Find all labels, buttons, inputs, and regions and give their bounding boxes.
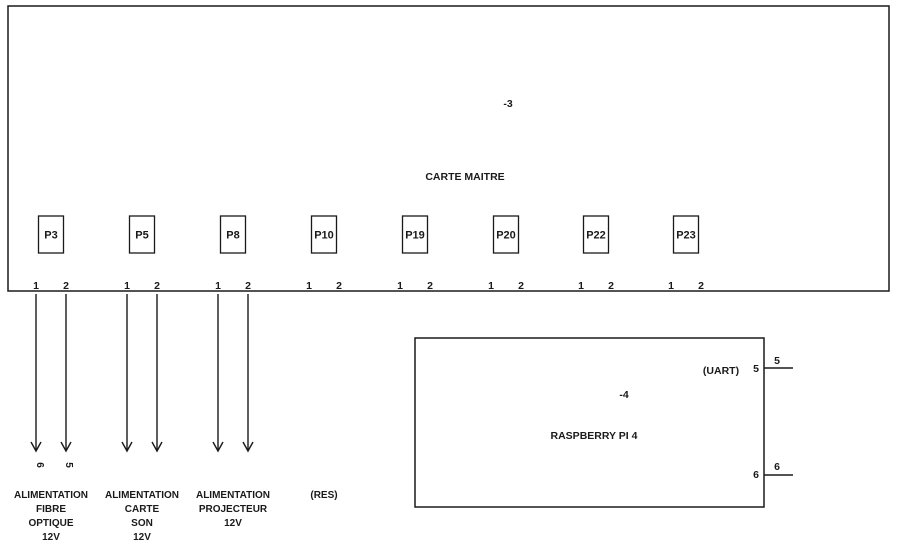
output-caption-fibre: ALIMENTATION FIBRE OPTIQUE 12V	[14, 490, 88, 543]
connector-p8: P8 1 2	[215, 215, 251, 292]
svg-text:12V: 12V	[133, 532, 151, 543]
wire-arrowhead	[121, 441, 133, 453]
svg-text:ALIMENTATION: ALIMENTATION	[14, 490, 88, 501]
output-caption-son: ALIMENTATION CARTE SON 12V	[105, 490, 179, 543]
raspberry-pin-5-outer: 5	[774, 355, 780, 367]
svg-text:ALIMENTATION: ALIMENTATION	[105, 490, 179, 501]
pin-label: 1	[397, 280, 403, 292]
svg-text:SON: SON	[131, 518, 153, 529]
connector-group: P3 1 2 P5 1 2 P8 1 2 P10 1 2 P19 1 2 P20 1 2 P22 1 2 P23 1 2	[33, 215, 704, 292]
raspberry-pin-5-inner: 5	[753, 363, 759, 375]
output-caption-res: (RES)	[310, 490, 337, 501]
connector-label: P22	[586, 230, 606, 242]
wire-arrowhead	[30, 441, 42, 453]
connector-p3: P3 1 2	[33, 215, 69, 292]
connector-p20: P20 1 2	[488, 215, 524, 292]
pin-label: 2	[245, 280, 251, 292]
pin-label: 1	[306, 280, 312, 292]
connector-p10: P10 1 2	[306, 215, 342, 292]
pin-label: 2	[427, 280, 433, 292]
connector-p22: P22 1 2	[578, 215, 614, 292]
pin-label: 1	[124, 280, 130, 292]
wire-group	[30, 294, 254, 453]
svg-text:OPTIQUE: OPTIQUE	[28, 518, 73, 529]
connector-box	[310, 215, 338, 254]
connector-box	[672, 215, 700, 254]
wire-arrowhead	[151, 441, 163, 453]
master-board-name: CARTE MAITRE	[425, 171, 504, 183]
pin-label: 1	[215, 280, 221, 292]
connector-box	[492, 215, 520, 254]
connector-box	[219, 215, 247, 254]
connector-box	[37, 215, 65, 254]
wire-arrowhead	[212, 441, 224, 453]
connector-label: P10	[314, 230, 334, 242]
connector-box	[582, 215, 610, 254]
wire-arrowhead	[242, 441, 254, 453]
connector-p19: P19 1 2	[397, 215, 433, 292]
arrow-tip-label-6: 6	[34, 462, 45, 468]
wire-arrowhead	[60, 441, 72, 453]
output-caption-projecteur: ALIMENTATION PROJECTEUR 12V	[196, 490, 270, 529]
svg-text:PROJECTEUR: PROJECTEUR	[199, 504, 268, 515]
svg-text:12V: 12V	[42, 532, 60, 543]
svg-text:12V: 12V	[224, 518, 242, 529]
connector-label: P5	[135, 230, 148, 242]
pin-label: 1	[578, 280, 584, 292]
svg-text:ALIMENTATION: ALIMENTATION	[196, 490, 270, 501]
pin-label: 1	[488, 280, 494, 292]
uart-label: (UART)	[703, 365, 739, 377]
raspberry-ref: -4	[619, 389, 628, 401]
pin-label: 2	[63, 280, 69, 292]
pin-label: 1	[33, 280, 39, 292]
connector-label: P23	[676, 230, 696, 242]
raspberry-board	[414, 337, 765, 508]
connector-p23: P23 1 2	[668, 215, 704, 292]
svg-text:CARTE: CARTE	[125, 504, 160, 515]
connector-box	[401, 215, 429, 254]
connector-p5: P5 1 2	[124, 215, 160, 292]
pin-label: 1	[668, 280, 674, 292]
pin-label: 2	[336, 280, 342, 292]
raspberry-pin-6-inner: 6	[753, 469, 759, 481]
connector-label: P3	[44, 230, 57, 242]
pin-label: 2	[518, 280, 524, 292]
arrow-tip-label-5: 5	[63, 462, 74, 468]
connector-label: P19	[405, 230, 425, 242]
raspberry-pin-6-outer: 6	[774, 461, 780, 473]
master-board	[7, 5, 890, 292]
pin-label: 2	[608, 280, 614, 292]
pin-label: 2	[698, 280, 704, 292]
pin-label: 2	[154, 280, 160, 292]
connector-label: P20	[496, 230, 516, 242]
connector-label: P8	[226, 230, 239, 242]
raspberry-name: RASPBERRY PI 4	[551, 430, 638, 442]
master-board-ref: -3	[503, 98, 512, 110]
svg-text:FIBRE: FIBRE	[36, 504, 66, 515]
connector-box	[128, 215, 156, 254]
